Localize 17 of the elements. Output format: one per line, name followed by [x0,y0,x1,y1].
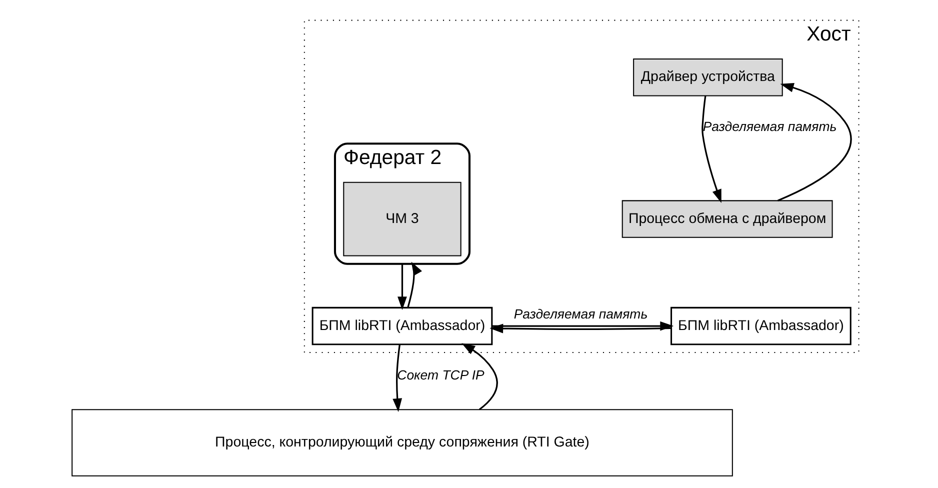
arrow [489,324,671,334]
node-box: Драйвер устройства [632,58,782,96]
edge-label: Сокет TCP IP [396,367,484,382]
node-box: БПМ libRTI (Ambassador) [311,306,492,346]
node-box: ЧМ 3 [342,182,461,256]
node-box: Процесс, контролирующий среду сопряжения (RTI Gate) [71,409,732,476]
arrow [701,96,721,203]
edge-label: Разделяемая память [513,306,648,322]
arrow [492,321,674,331]
arrow [406,262,422,308]
edge-label: Разделяемая память [702,118,836,134]
arrow [397,264,406,310]
arrow [776,83,852,202]
node-box: БПМ libRTI (Ambassador) [670,306,851,346]
node-box: Процесс обмена с драйвером [621,200,832,238]
arrow [392,344,402,412]
arrow [461,343,498,410]
